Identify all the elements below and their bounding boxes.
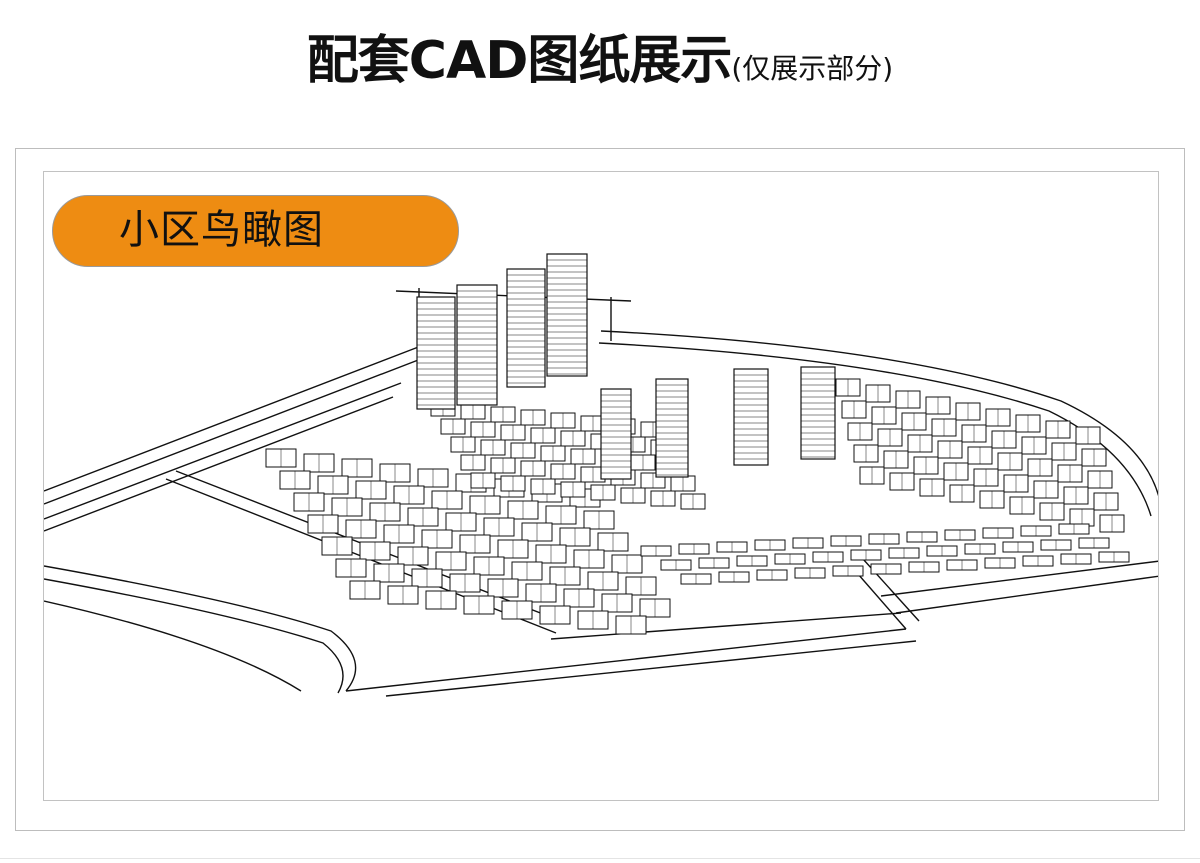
page-title-main: 配套CAD图纸展示 [306,31,733,91]
page-title: 配套CAD图纸展示(仅展示部分) [0,18,1200,93]
view-label-badge: 小区鸟瞰图 [52,195,459,267]
aerial-view-line-drawing [44,253,1158,697]
drawing-frame [43,171,1159,801]
divider [0,858,1200,859]
page-title-subtitle: (仅展示部分) [731,52,894,85]
